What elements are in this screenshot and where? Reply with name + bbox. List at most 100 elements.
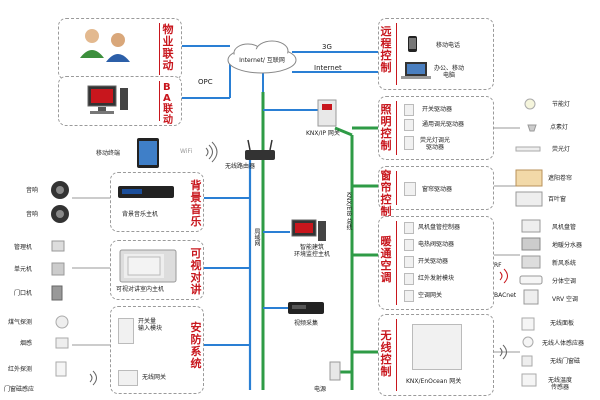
dimmer-label: 通用调光驱动器 xyxy=(422,121,465,128)
enocean-gateway-device xyxy=(412,324,462,370)
hvac-tag: 暖通空调 xyxy=(380,235,392,284)
lighting-box xyxy=(378,96,494,160)
unit-label: 单元机 xyxy=(14,266,33,273)
music-tag: 背景音乐 xyxy=(190,179,202,228)
switch-input-module xyxy=(118,318,134,344)
split-ac-label: 分体空调 xyxy=(552,278,577,285)
switch-driver-module xyxy=(404,104,414,116)
curtain-driver-module xyxy=(404,182,416,196)
speaker1-label: 音响 xyxy=(26,187,39,194)
ir-sensor-label: 红外探测 xyxy=(8,366,33,373)
wireless-gateway-module xyxy=(118,370,138,386)
fresh-air-label: 新风系统 xyxy=(552,260,577,267)
label-opc: OPC xyxy=(198,78,213,86)
valve-driver-module xyxy=(404,239,414,251)
hvac-switch-driver-module xyxy=(404,256,414,268)
remote-box xyxy=(378,18,494,90)
fluorescent-module xyxy=(404,136,414,150)
office-pc-label: 办公、移动 电脑 xyxy=(434,65,465,79)
vrv-label: VRV 空调 xyxy=(552,296,578,303)
door-sensor-label: 门窗磁感应 xyxy=(4,386,35,393)
power-label: 电源 xyxy=(314,386,327,393)
music-host-label: 背景音乐主机 xyxy=(122,211,159,218)
music-box xyxy=(110,172,204,232)
door-label: 门口机 xyxy=(14,290,33,297)
intercom-host-label: 可视对讲室内主机 xyxy=(116,286,165,293)
fan-coil-controller-module xyxy=(404,222,414,234)
video-label: 视频采集 xyxy=(294,320,319,327)
hvac-switch-driver-label: 开关驱动器 xyxy=(418,258,449,265)
enocean-gateway-label: KNX/EnOcean 网关 xyxy=(406,378,462,385)
window-sensor-label: 无线门窗磁 xyxy=(550,358,581,365)
label-internet: Internet xyxy=(314,64,342,72)
floor-heat-label: 地暖分水器 xyxy=(552,242,583,249)
curtain-box xyxy=(378,166,494,210)
curtain-tag: 窗帘控制 xyxy=(380,169,392,218)
smart-host-label: 智能建筑 环境监控主机 xyxy=(294,244,331,258)
router-label: 无线路由器 xyxy=(225,163,256,170)
hvac-box xyxy=(378,216,494,310)
speaker2-label: 音响 xyxy=(26,211,39,218)
fluorescent-driver-label: 荧光灯调光 驱动器 xyxy=(420,137,451,151)
knx-ip-label: KNX/IP 网关 xyxy=(306,130,340,137)
lan-label: 局域网 xyxy=(253,228,260,246)
ir-module xyxy=(404,273,414,285)
phone-label: 移动电话 xyxy=(436,42,461,49)
temp-sensor-label: 无线温度 传感器 xyxy=(548,377,573,391)
ir-module-label: 红外发射模块 xyxy=(418,275,455,282)
property-box xyxy=(58,18,182,80)
ac-gateway-module xyxy=(404,290,414,302)
spot-lamp-label: 点素灯 xyxy=(550,124,569,131)
wireless-panel-label: 无线面板 xyxy=(550,320,575,327)
valve-driver-label: 电热阀驱动器 xyxy=(418,241,455,248)
ac-gateway-label: 空调网关 xyxy=(418,292,443,299)
fan-coil-label: 风机盘管 xyxy=(552,224,577,231)
wifi-label: WiFi xyxy=(180,148,193,155)
mobile-terminal-label: 移动终端 xyxy=(96,150,121,157)
fluor-lamp-label: 荧光灯 xyxy=(552,146,571,153)
property-tag: 物业联动 xyxy=(162,23,174,72)
switch-input-label: 开关量 输入模块 xyxy=(138,318,163,332)
blind-label: 百叶窗 xyxy=(548,196,567,203)
fan-coil-controller-label: 风机盘管控制器 xyxy=(418,224,461,231)
gas-sensor-label: 煤气探测 xyxy=(8,319,33,326)
rf-label: RF xyxy=(494,262,502,269)
internet-cloud-label: Internet/ 互联网 xyxy=(239,57,285,64)
dimmer-module xyxy=(404,119,414,131)
roller-label: 遮阳卷帘 xyxy=(548,175,573,182)
bus-label: KNX/EIB 总线 xyxy=(345,192,352,231)
wireless-tag: 无线控制 xyxy=(380,329,392,378)
body-sensor-label: 无线人体感应器 xyxy=(542,340,585,347)
curtain-driver-label: 窗帘驱动器 xyxy=(422,186,453,193)
bacnet-label: BACnet xyxy=(494,292,517,299)
wireless-gw-label: 无线网关 xyxy=(142,374,167,381)
lighting-switch-driver-label: 开关驱动器 xyxy=(422,106,453,113)
remote-tag: 远程控制 xyxy=(380,25,392,74)
security-tag: 安防系统 xyxy=(190,321,202,370)
energy-lamp-label: 节能灯 xyxy=(552,101,571,108)
label-3g: 3G xyxy=(322,43,332,51)
lighting-tag: 照明控制 xyxy=(380,103,392,152)
